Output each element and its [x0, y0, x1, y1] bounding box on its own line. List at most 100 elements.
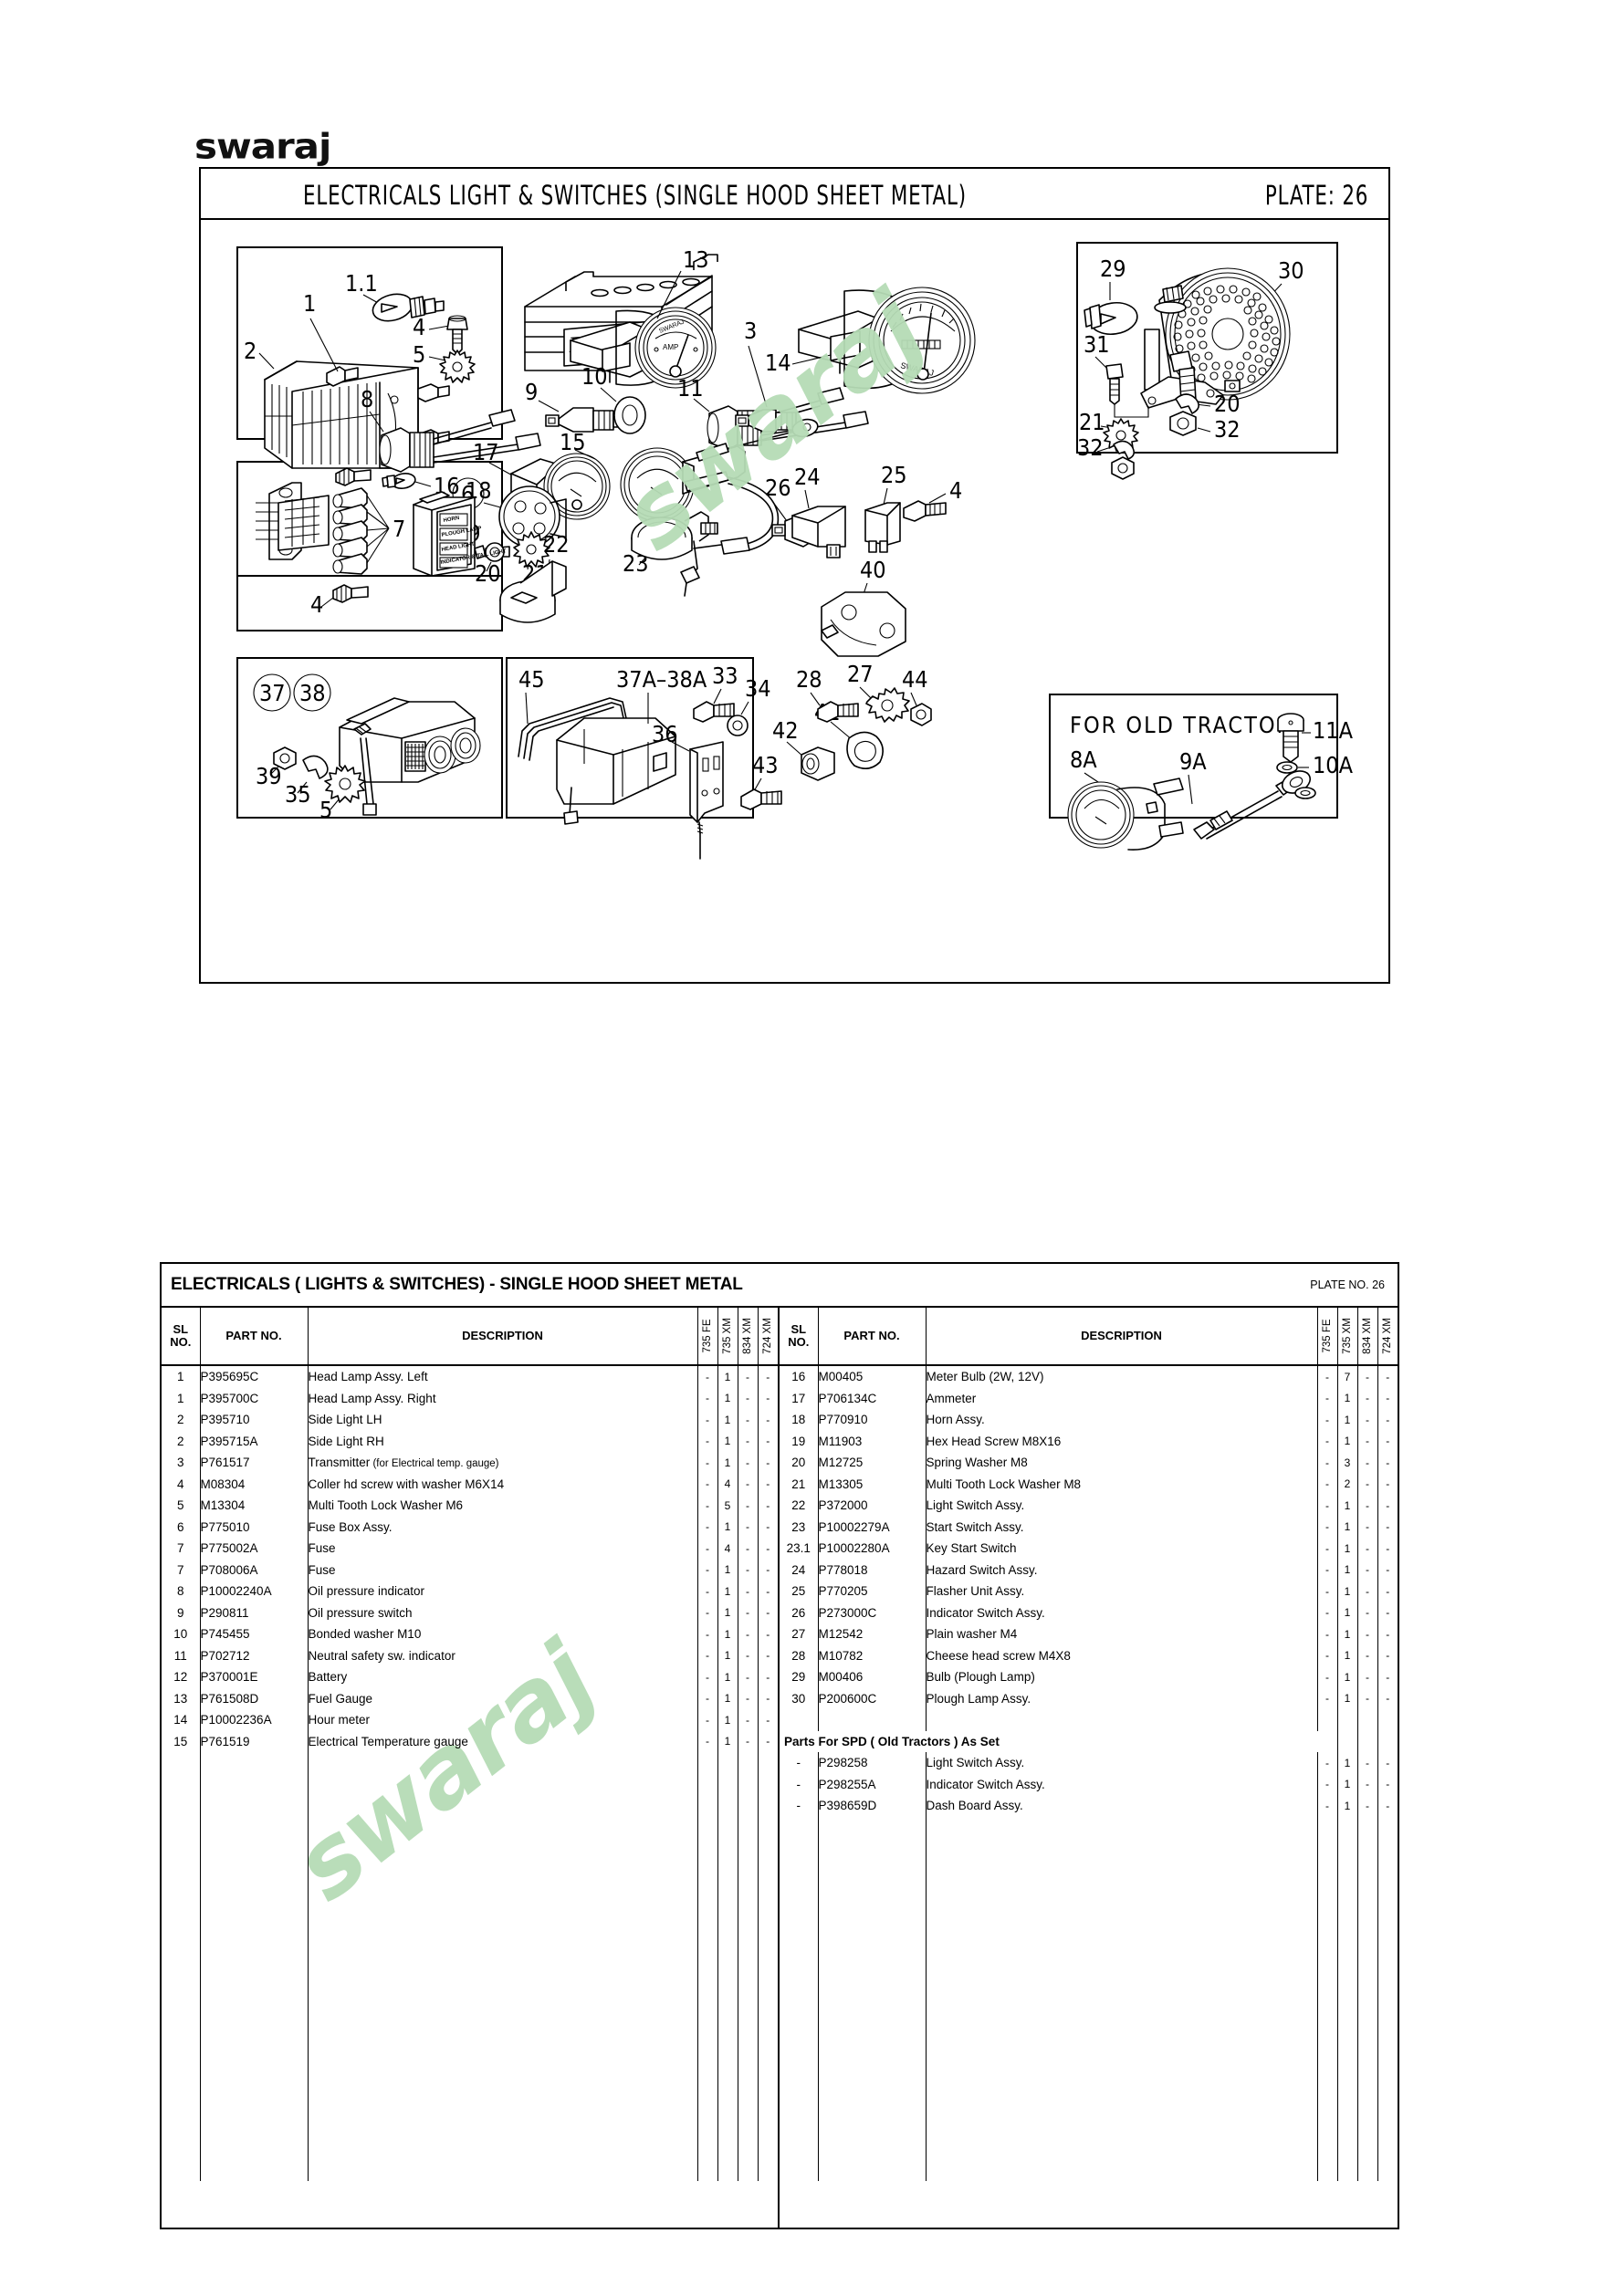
cell-part-no: P10002240A [200, 1581, 309, 1602]
cell-description: Start Switch Assy. [926, 1516, 1318, 1538]
cell-sl: 3 [162, 1452, 201, 1474]
cell-empty [162, 1752, 201, 1774]
cell-empty [308, 1838, 698, 1860]
cell-part-no: P775002A [200, 1538, 309, 1560]
svg-text:34: 34 [745, 675, 771, 702]
cell-empty [758, 1903, 778, 1925]
cell-description: Coller hd screw with washer M6X14 [308, 1473, 698, 1495]
cell-qty-model-0: - [697, 1644, 718, 1666]
cell-empty [738, 1795, 759, 1817]
svg-text:32: 32 [1214, 416, 1241, 443]
cell-empty [1357, 2052, 1378, 2074]
cell-empty [926, 2030, 1318, 2052]
cell-qty-model-3: - [1386, 1799, 1390, 1812]
cell-qty-model-3: - [766, 1584, 770, 1598]
parts-table: ELECTRICALS ( LIGHTS & SWITCHES) - SINGL… [160, 1262, 1399, 2229]
cell-empty [717, 1924, 738, 1946]
cell-empty [1337, 1902, 1358, 1924]
cell-part-no: M00406 [818, 1666, 927, 1688]
cell-empty [1377, 2117, 1398, 2139]
cell-qty-model-2: - [738, 1730, 759, 1752]
cell-empty [818, 1945, 927, 1967]
cell-qty-model-0: - [697, 1538, 718, 1560]
cell-empty [697, 2138, 718, 2160]
cell-qty-model-2: - [1357, 1602, 1378, 1623]
spd-section-title: Parts For SPD ( Old Tractors ) As Set [784, 1734, 1000, 1748]
cell-empty [308, 1902, 698, 1924]
cell-qty-model-0: - [697, 1730, 718, 1752]
cell-qty-model-1: 1 [717, 1581, 738, 1602]
cell-qty-model-1: 1 [1337, 1773, 1358, 1795]
cell-qty-model-2: - [738, 1623, 759, 1645]
cell-qty-model-1: 1 [1337, 1666, 1358, 1688]
cell-part-no: P370001E [200, 1666, 309, 1688]
cell-qty-model-1: 1 [1337, 1516, 1358, 1538]
svg-text:10: 10 [581, 363, 608, 390]
cell-description: Fuel Gauge [308, 1687, 698, 1709]
cell-qty-model-0: - [1317, 1602, 1338, 1623]
cell-qty-model-2: - [738, 1430, 759, 1452]
cell-part-no: M13304 [200, 1495, 309, 1517]
diagram-plate-number: PLATE: 26 [1264, 180, 1368, 211]
cell-empty [758, 2138, 778, 2160]
cell-qty-model-0: - [1317, 1795, 1338, 1817]
cell-qty-model-0: - [697, 1623, 718, 1645]
cell-part-no: P10002236A [200, 1709, 309, 1731]
cell-empty [1357, 1902, 1378, 1924]
cell-sl: 13 [162, 1687, 201, 1709]
cell-part-no: P778018 [818, 1559, 927, 1581]
table-row-empty [162, 2095, 778, 2117]
parts-table-body: SL NO. PART NO. DESCRIPTION 735 FE 735 X… [162, 1308, 1398, 2228]
cell-sl: 2 [162, 1409, 201, 1431]
cell-empty [1357, 2159, 1378, 2181]
cell-empty [818, 1816, 927, 1838]
table-row-empty [162, 1967, 778, 1988]
cell-empty [1357, 2116, 1378, 2138]
cell-empty [697, 1945, 718, 1967]
cell-empty [1357, 1709, 1378, 1731]
svg-text:4: 4 [949, 477, 962, 504]
cell-sl: 26 [780, 1602, 819, 1623]
cell-empty [717, 1881, 738, 1903]
svg-text:5: 5 [413, 341, 425, 368]
header-part-no: PART NO. [200, 1308, 309, 1366]
cell-empty [758, 1795, 778, 1817]
cell-empty [818, 1838, 927, 1860]
cell-qty-model-1: 2 [1337, 1473, 1358, 1495]
cell-empty [1377, 2031, 1398, 2053]
cell-qty-model-3: - [766, 1498, 770, 1512]
cell-qty-model-3: - [1386, 1392, 1390, 1405]
cell-empty [738, 2073, 759, 2095]
cell-empty [717, 2009, 738, 2031]
cell-qty-model-2: - [1357, 1795, 1378, 1817]
table-row-empty [780, 2073, 1398, 2095]
cell-description: Hex Head Screw M8X16 [926, 1430, 1318, 1452]
cell-sl: 27 [780, 1623, 819, 1645]
cell-empty [200, 1902, 309, 1924]
cell-empty [780, 2138, 819, 2160]
cell-qty-model-3: - [1386, 1670, 1390, 1684]
table-row-empty [162, 2030, 778, 2052]
cell-empty [1337, 1838, 1358, 1860]
cell-empty [697, 1773, 718, 1795]
cell-empty [926, 2052, 1318, 2074]
cell-part-no: M12542 [818, 1623, 927, 1645]
cell-empty [926, 1709, 1318, 1731]
cell-part-no: P200600C [818, 1687, 927, 1709]
cell-empty [717, 2095, 738, 2117]
cell-qty-model-2: - [1357, 1430, 1378, 1452]
table-row-empty [162, 1859, 778, 1881]
cell-qty-model-0: - [1317, 1559, 1338, 1581]
cell-qty-model-0: - [1317, 1387, 1338, 1409]
cell-empty [926, 1902, 1318, 1924]
cell-qty-model-0: - [697, 1687, 718, 1709]
table-row-empty [162, 1902, 778, 1925]
cell-part-no: P775010 [200, 1516, 309, 1538]
cell-qty-model-1: 1 [1337, 1602, 1358, 1623]
cell-empty [1377, 1709, 1398, 1731]
